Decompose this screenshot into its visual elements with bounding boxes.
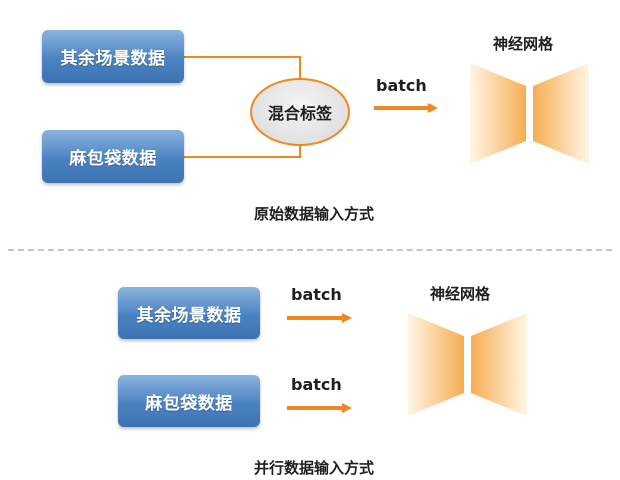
mix-label-node: 混合标签: [250, 78, 350, 146]
batch-label-top: batch: [376, 76, 427, 95]
section-divider: [8, 249, 612, 251]
box-other-scene-data: 其余场景数据: [42, 30, 184, 83]
batch-label-bottom-2: batch: [291, 375, 342, 394]
batch-label-bottom-1: batch: [291, 285, 342, 304]
box-linen-bag-data: 麻包袋数据: [42, 130, 184, 183]
network-label-bottom: 神经网格: [430, 285, 491, 303]
caption-original-input: 原始数据输入方式: [254, 205, 375, 223]
network-label-top: 神经网格: [493, 35, 554, 53]
box-linen-bag-data: 麻包袋数据: [118, 375, 260, 427]
connector-linen-to-mix: [184, 145, 301, 158]
neural-network-icon: [470, 63, 589, 164]
box-other-scene-data: 其余场景数据: [118, 287, 260, 339]
connector-other-to-mix: [184, 56, 301, 79]
neural-network-icon: [408, 313, 527, 416]
caption-parallel-input: 并行数据输入方式: [254, 459, 375, 477]
